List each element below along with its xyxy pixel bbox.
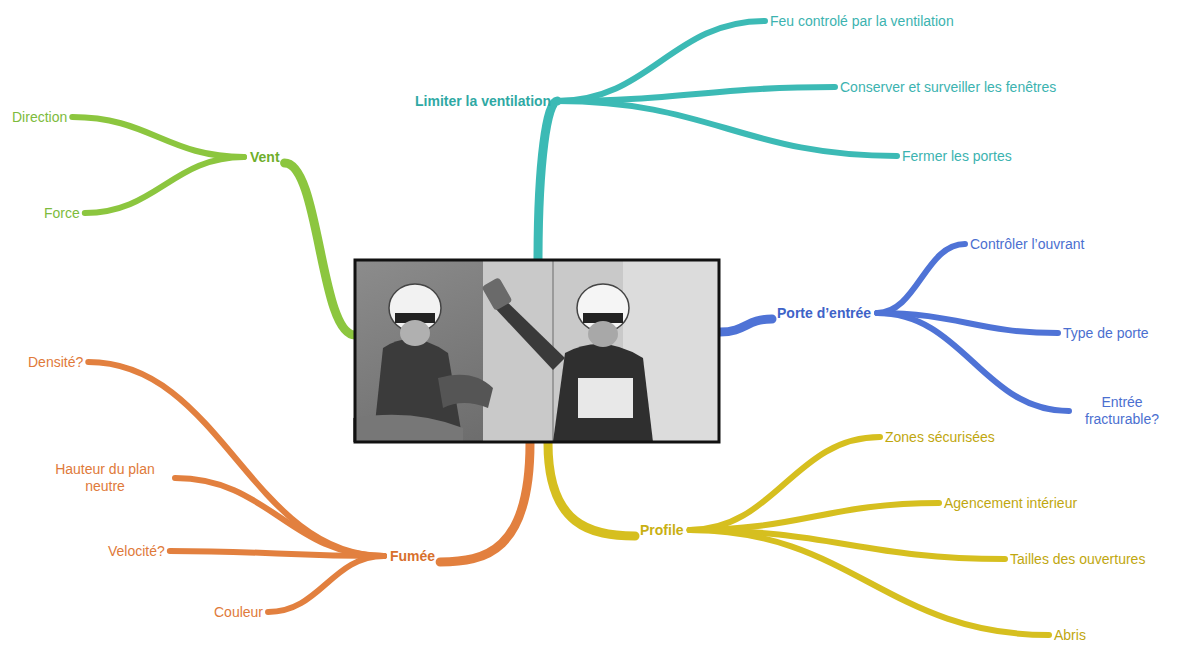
branch-connector <box>690 437 880 530</box>
branch-leaf: Couleur <box>214 603 263 621</box>
branch-connector <box>88 362 384 556</box>
branch-leaf: Fermer les portes <box>902 147 1012 165</box>
leaf-text: Force <box>44 205 80 222</box>
branch-connector <box>877 244 965 313</box>
branch-connector <box>557 87 835 101</box>
branch-leaf: Velocité? <box>108 542 165 560</box>
leaf-text: Tailles des ouvertures <box>1010 551 1145 568</box>
heading-text: Fumée <box>390 548 435 565</box>
branch-heading: Porte d’entrée <box>777 304 871 322</box>
leaf-text: Fermer les portes <box>902 148 1012 165</box>
leaf-text: Entrée fracturable? <box>1074 394 1170 428</box>
leaf-text: Hauteur du plan neutre <box>40 461 170 495</box>
leaf-text: Couleur <box>214 604 263 621</box>
branch-heading: Limiter la ventilation <box>415 92 551 110</box>
heading-text: Limiter la ventilation <box>415 93 551 110</box>
branch-heading: Profile <box>640 521 684 539</box>
leaf-text: Densité? <box>28 354 83 371</box>
branch-leaf: Tailles des ouvertures <box>1010 550 1145 568</box>
leaf-text: Conserver et surveiller les fenêtres <box>840 79 1056 96</box>
leaf-text: Abris <box>1054 627 1086 644</box>
branch-connector <box>85 157 244 213</box>
leaf-text: Type de porte <box>1063 325 1149 342</box>
branch-leaf: Agencement intérieur <box>944 494 1077 512</box>
branch-leaf: Conserver et surveiller les fenêtres <box>840 78 1056 96</box>
heading-text: Profile <box>640 522 684 539</box>
branch-connector <box>557 101 897 156</box>
main-branch <box>285 163 355 335</box>
heading-text: Vent <box>250 149 280 166</box>
main-branch <box>440 443 530 562</box>
branch-connector <box>175 478 384 556</box>
branch-connector <box>170 551 384 556</box>
branch-leaf: Force <box>44 204 80 222</box>
branch-leaf: Contrôler l’ouvrant <box>970 235 1084 253</box>
branch-heading: Fumée <box>390 547 435 565</box>
branch-connector <box>72 117 244 157</box>
branch-leaf: Type de porte <box>1063 324 1149 342</box>
branch-heading: Vent <box>250 148 280 166</box>
main-branch <box>548 443 635 536</box>
branch-connector <box>268 556 384 612</box>
branch-leaf: Feu controlé par la ventilation <box>770 12 954 30</box>
firefighter-photo <box>353 258 721 444</box>
branch-leaf: Abris <box>1054 626 1086 644</box>
branch-leaf: Entrée fracturable? <box>1074 394 1170 428</box>
leaf-text: Direction <box>12 109 67 126</box>
branch-connector <box>877 313 1069 411</box>
leaf-text: Contrôler l’ouvrant <box>970 236 1084 253</box>
main-branch <box>720 319 772 332</box>
branch-connector <box>690 530 1049 635</box>
branch-leaf: Densité? <box>28 353 83 371</box>
branch-leaf: Zones sécurisées <box>885 428 995 446</box>
heading-text: Porte d’entrée <box>777 305 871 322</box>
branch-leaf: Direction <box>12 108 67 126</box>
leaf-text: Velocité? <box>108 543 165 560</box>
branch-leaf: Hauteur du plan neutre <box>40 461 170 495</box>
leaf-text: Zones sécurisées <box>885 429 995 446</box>
branch-connector <box>690 503 939 530</box>
main-branch <box>538 101 557 262</box>
leaf-text: Feu controlé par la ventilation <box>770 13 954 30</box>
leaf-text: Agencement intérieur <box>944 495 1077 512</box>
